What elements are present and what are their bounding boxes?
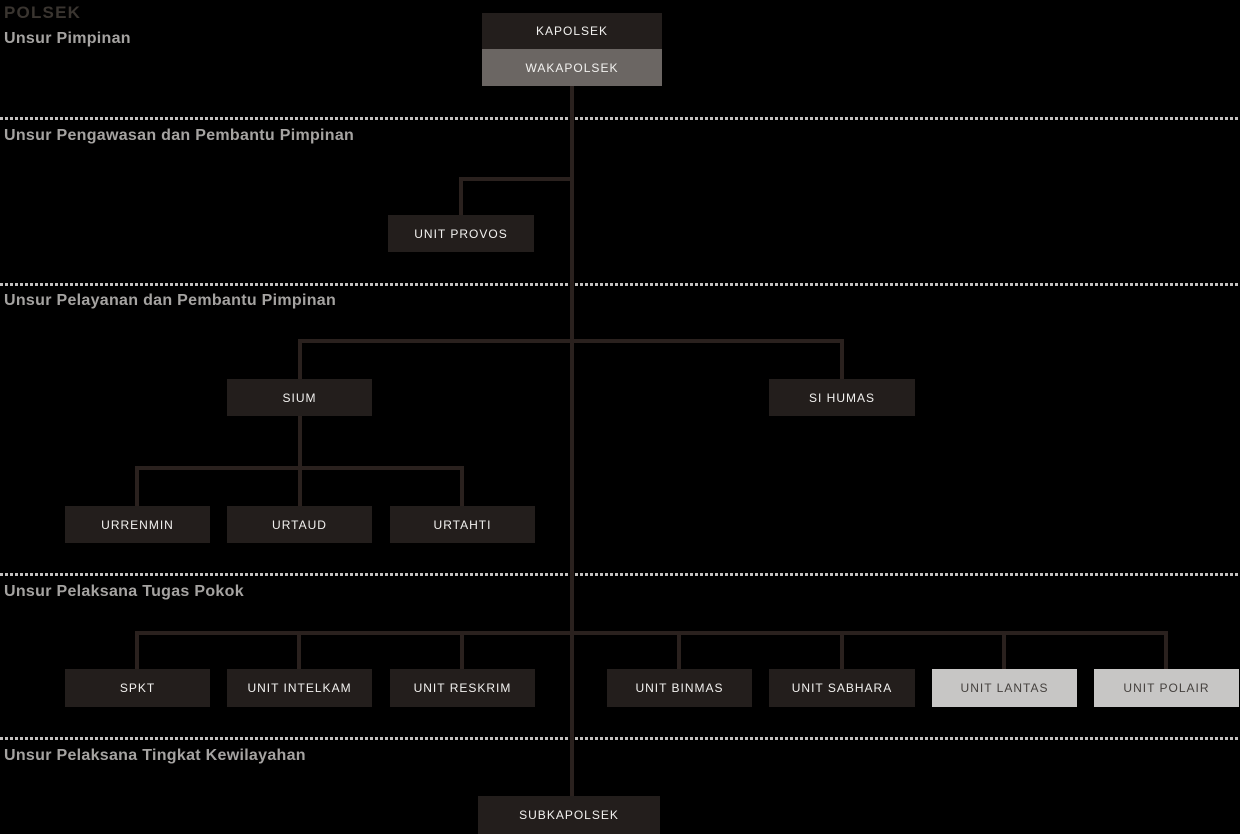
connector-provos-h (459, 177, 574, 181)
connector-drop-unit-polair (1164, 631, 1168, 670)
org-node-unit-sabhara: UNIT SABHARA (769, 669, 915, 707)
connector-row2-h (298, 339, 844, 343)
org-node-urtaud: URTAUD (227, 506, 372, 543)
org-node-wakapolsek: WAKAPOLSEK (482, 49, 662, 86)
org-node-spkt: SPKT (65, 669, 210, 707)
connector-drop-unit-lantas (1002, 631, 1006, 670)
connector-drop-spkt (135, 631, 139, 670)
section-heading-kewilayahan: Unsur Pelaksana Tingkat Kewilayahan (4, 747, 306, 764)
section-divider (0, 117, 1240, 120)
connector-drop-unit-intelkam (297, 631, 301, 670)
org-node-unit-binmas: UNIT BINMAS (607, 669, 752, 707)
connector-main-trunk (570, 86, 574, 796)
org-node-unit-polair: UNIT POLAIR (1094, 669, 1239, 707)
page-title: POLSEK (4, 3, 82, 22)
connector-drop-urtaud (298, 466, 302, 506)
org-node-si-humas: SI HUMAS (769, 379, 915, 416)
org-node-sium: SIUM (227, 379, 372, 416)
connector-drop-unit-sabhara (840, 631, 844, 670)
section-divider (0, 737, 1240, 740)
section-heading-pengawasan: Unsur Pengawasan dan Pembantu Pimpinan (4, 127, 355, 144)
connector-drop-unit-binmas (677, 631, 681, 670)
connector-drop-unit-reskrim (460, 631, 464, 670)
org-node-subkapolsek: SUBKAPOLSEK (478, 796, 660, 834)
connector-drop-urrenmin (135, 466, 139, 506)
connector-drop-si-humas (840, 339, 844, 379)
org-node-urtahti: URTAHTI (390, 506, 535, 543)
connector-drop-sium (298, 339, 302, 379)
org-node-unit-lantas: UNIT LANTAS (932, 669, 1077, 707)
org-node-urrenmin: URRENMIN (65, 506, 210, 543)
section-divider (0, 283, 1240, 286)
section-divider (0, 573, 1240, 576)
connector-sium-stem (298, 416, 302, 470)
connector-drop-urtahti (460, 466, 464, 506)
org-node-unit-intelkam: UNIT INTELKAM (227, 669, 372, 707)
org-node-unit-provos: UNIT PROVOS (388, 215, 534, 252)
org-node-unit-reskrim: UNIT RESKRIM (390, 669, 535, 707)
section-heading-pelayanan: Unsur Pelayanan dan Pembantu Pimpinan (4, 292, 337, 309)
org-node-kapolsek: KAPOLSEK (482, 13, 662, 49)
connector-row4-h (135, 631, 1168, 635)
section-heading-pelaksana-pokok: Unsur Pelaksana Tugas Pokok (4, 583, 244, 600)
connector-provos-v (459, 177, 463, 215)
section-heading-pimpinan: Unsur Pimpinan (4, 30, 131, 47)
